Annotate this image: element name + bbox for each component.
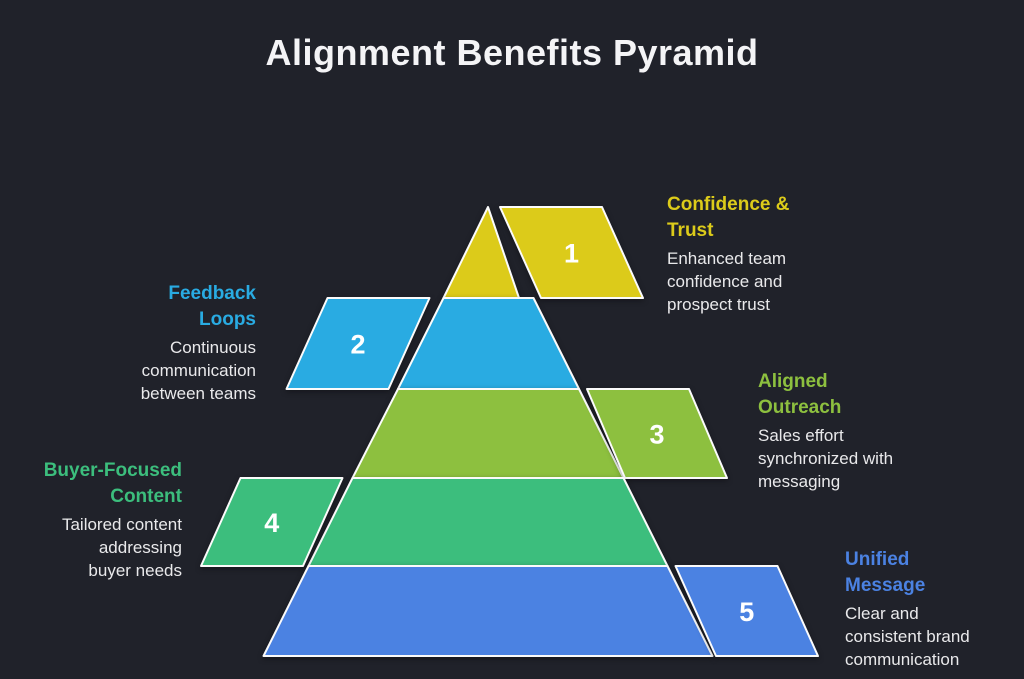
- level-label-confidence-trust: Confidence & Trust Enhanced team confide…: [667, 192, 857, 316]
- level-heading-confidence-trust: Confidence & Trust: [667, 194, 790, 241]
- level-label-buyer-focused-content: Buyer-Focused Content Tailored content a…: [0, 458, 182, 582]
- level-tab-4: [200, 477, 344, 567]
- level-description-confidence-trust: Enhanced team confidence and prospect tr…: [667, 249, 787, 314]
- level-tab-1: [499, 206, 644, 299]
- page-title: Alignment Benefits Pyramid: [265, 32, 759, 74]
- level-label-aligned-outreach: Aligned Outreach Sales effort synchroniz…: [758, 369, 958, 493]
- level-heading-buyer-focused-content: Buyer-Focused Content: [43, 460, 182, 507]
- level-tab-3: [586, 388, 728, 479]
- level-heading-aligned-outreach: Aligned Outreach: [758, 371, 842, 418]
- level-label-feedback-loops: Feedback Loops Continuous communication …: [36, 281, 256, 405]
- level-heading-unified-message: Unified Message: [845, 549, 926, 596]
- pyramid-band-4: [307, 477, 669, 567]
- level-heading-feedback-loops: Feedback Loops: [168, 283, 256, 330]
- pyramid-band-5: [262, 565, 714, 657]
- level-description-buyer-focused-content: Tailored content addressing buyer needs: [61, 515, 182, 580]
- pyramid-band-2: [397, 297, 580, 390]
- tab-number-4: 4: [264, 508, 279, 538]
- pyramid-band-3: [351, 388, 625, 479]
- tab-number-1: 1: [564, 239, 579, 269]
- tab-number-2: 2: [350, 330, 365, 360]
- level-tab-2: [285, 297, 431, 390]
- level-tab-5: [674, 565, 819, 657]
- tab-number-5: 5: [739, 597, 754, 627]
- level-label-unified-message: Unified Message Clear and consistent bra…: [845, 547, 1024, 671]
- level-description-unified-message: Clear and consistent brand communication: [845, 604, 970, 669]
- tab-number-3: 3: [649, 420, 664, 450]
- level-description-feedback-loops: Continuous communication between teams: [140, 338, 256, 403]
- level-description-aligned-outreach: Sales effort synchronized with messaging: [758, 426, 894, 491]
